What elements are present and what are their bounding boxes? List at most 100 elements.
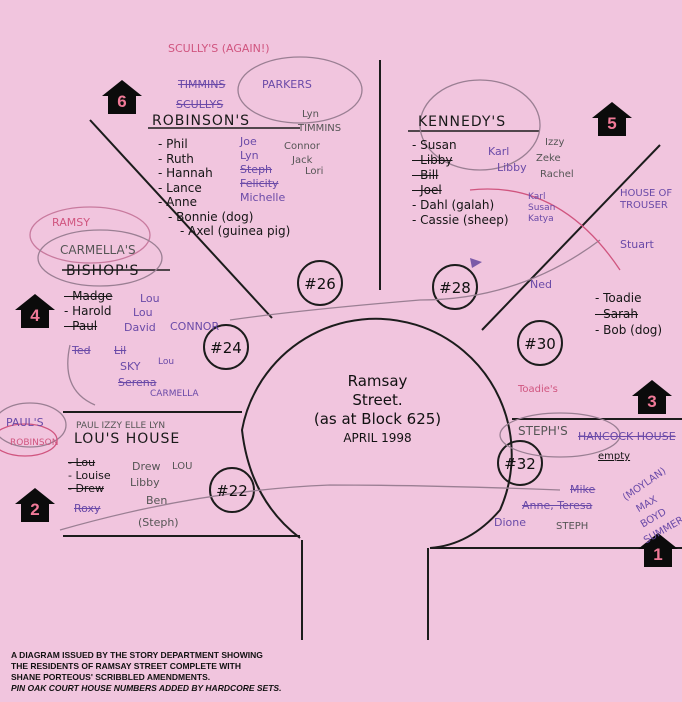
note-empty: empty (598, 451, 631, 462)
note: Lil (114, 344, 127, 357)
caption-italic-line: PIN OAK COURT HOUSE NUMBERS ADDED BY HAR… (11, 683, 282, 693)
note: Lyn (302, 109, 319, 120)
note: STEPH (556, 521, 589, 532)
note: Katya (528, 214, 554, 224)
house-number-30: #30 (524, 335, 556, 353)
divider-6-4 (89, 119, 273, 319)
note: Lou (133, 306, 153, 319)
house-circle-26 (297, 260, 343, 306)
caption-line: SHANE PORTEOUS' SCRIBBLED AMENDMENTS. (11, 672, 211, 682)
robinsons-heading: ROBINSON'S (152, 113, 251, 129)
house-icon (592, 102, 632, 136)
date-note: APRIL 1998 (343, 431, 412, 445)
resident: - Joel (412, 183, 442, 197)
trouser-heading: HOUSE OF TROUSER (620, 188, 672, 212)
note-scullys-again: SCULLY'S (AGAIN!) (168, 42, 270, 55)
house-number-24: #24 (210, 339, 242, 357)
note-scullys: SCULLYS (176, 98, 224, 111)
house-badge-number: 5 (607, 114, 617, 133)
house-icon (15, 488, 55, 522)
note-parkers: PARKERS (262, 78, 312, 91)
house-badge-1: 1 (638, 533, 678, 567)
note: Rachel (540, 169, 574, 180)
note: Ted (72, 344, 91, 357)
note-ramsy: RAMSY (52, 216, 90, 229)
resident: - Toadie (595, 291, 642, 305)
resident: - Lance (158, 180, 202, 195)
note: Zeke (536, 153, 561, 164)
note: Dione (494, 516, 526, 529)
divider-5-3 (481, 144, 661, 331)
house-icon (15, 294, 55, 328)
house-circle-24 (203, 324, 249, 370)
note: Izzy (545, 137, 565, 148)
note: Ben (146, 494, 168, 507)
note: Karl (528, 192, 546, 202)
kennedys-residents: - Susan - Libby - Bill - Joel - Dahl (ga… (412, 138, 509, 228)
note: Susan (528, 203, 556, 213)
caption: A DIAGRAM ISSUED BY THE STORY DEPARTMENT… (11, 650, 281, 694)
house-badge-2: 2 (15, 488, 55, 522)
resident: - Cassie (sheep) (412, 213, 509, 227)
note-robinson: ROBINSON (10, 438, 59, 448)
note: Libby (130, 476, 160, 489)
resident: - Bonnie (dog) (168, 209, 254, 224)
resident: - Phil (158, 137, 188, 151)
note: Felicity (240, 177, 279, 190)
house-circle-22 (209, 467, 255, 513)
resident: - Madge (64, 289, 113, 303)
house-badge-3: 3 (632, 380, 672, 414)
house-icon (632, 380, 672, 414)
note: Connor (284, 141, 321, 152)
heading-line: TROUSER (620, 200, 668, 211)
caption-line: A DIAGRAM ISSUED BY THE STORY DEPARTMENT… (11, 650, 263, 660)
street-name-line1: Ramsay (347, 372, 408, 390)
house-badge-number: 4 (30, 306, 40, 325)
kennedys-notes-stack: Karl Susan Katya (528, 192, 555, 225)
kennedys-heading: KENNEDY'S (418, 114, 507, 130)
house-number-22: #22 (216, 482, 248, 500)
note: Anne, Teresa (522, 499, 593, 512)
house-number-32: #32 (504, 455, 536, 473)
note-paul-izzy-elle-lyn: PAUL IZZY ELLE LYN (76, 421, 166, 431)
resident: - Ruth (158, 151, 194, 166)
note-pauls: PAUL'S (6, 416, 44, 429)
robinsons-notes: Joe Lyn Steph Felicity Michelle (240, 135, 285, 205)
note: CARMELLA (150, 389, 199, 399)
block-note: (as at Block 625) (313, 410, 442, 428)
cul-de-sac-outline (240, 317, 513, 549)
resident: - Drew (68, 482, 104, 495)
house-badge-6: 6 (102, 80, 142, 114)
house-number-28: #28 (439, 279, 471, 297)
note-timmins: TIMMINS (178, 78, 226, 91)
resident: - Dahl (galah) (412, 198, 495, 212)
lous-heading: LOU'S HOUSE (74, 431, 181, 447)
note: LOU (172, 461, 193, 472)
note-stephs: STEPH'S (518, 424, 568, 438)
house-number-26: #26 (304, 275, 336, 293)
note: Joe (240, 135, 257, 148)
note: Toadie's (518, 384, 558, 395)
note: Steph (240, 163, 273, 176)
house-badge-5: 5 (592, 102, 632, 136)
heading-line: HOUSE OF (620, 188, 673, 199)
note: Michelle (240, 191, 286, 204)
note: Drew (132, 460, 161, 473)
note: CONNOR (170, 320, 220, 333)
note: Lyn (240, 149, 259, 162)
house-badge-number: 2 (30, 500, 40, 519)
house-icon (102, 80, 142, 114)
resident: - Bob (dog) (595, 323, 663, 337)
note: Libby (497, 161, 527, 174)
note-carmellas: CARMELLA'S (60, 243, 136, 257)
note: (Steph) (138, 516, 179, 529)
note: Lori (305, 166, 324, 177)
note: Stuart (620, 238, 654, 251)
resident: - Paul (64, 319, 98, 333)
note: Ned (530, 278, 552, 291)
house-icon (638, 533, 678, 567)
note: David (124, 321, 156, 334)
house-circle-32 (497, 440, 543, 486)
street-name-line2: Street. (352, 391, 403, 409)
